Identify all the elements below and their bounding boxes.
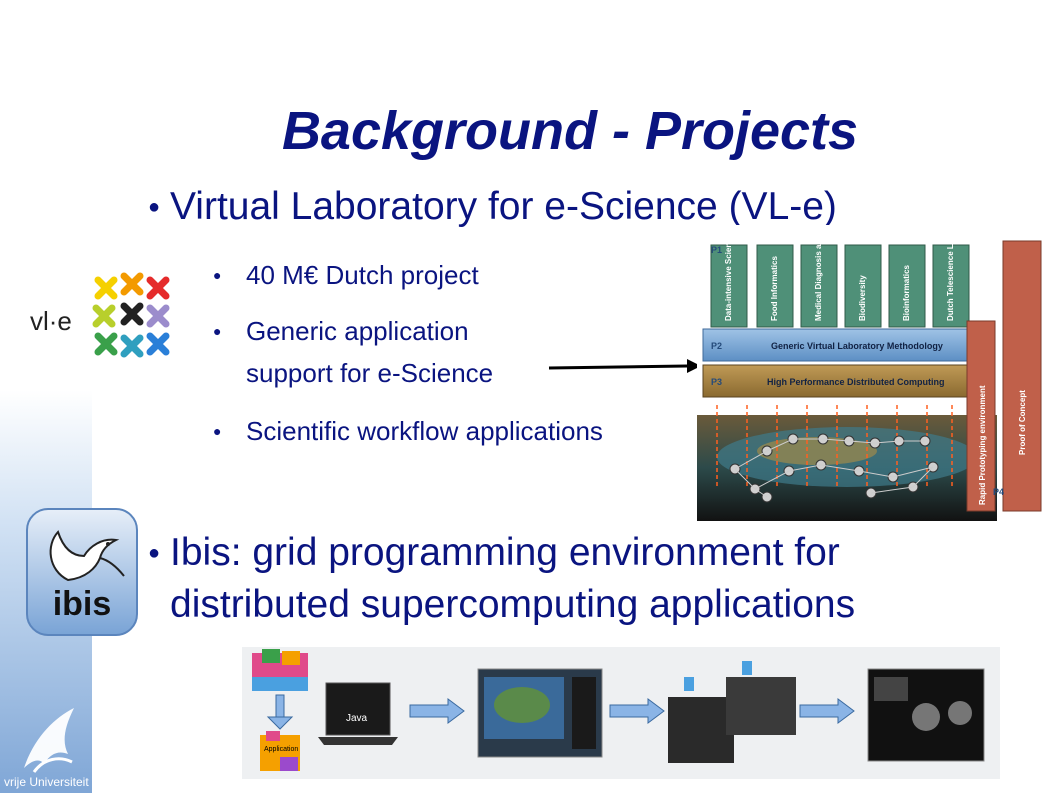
bullet-vle-sub-3: ● Scientific workflow applications (213, 410, 603, 452)
down-arrow-icon (266, 694, 294, 730)
ibis-logo-text: ibis (52, 585, 112, 623)
vle-stack-diagram-svg: P1 P2 P3 P4 Data-intensive Sciences Food… (697, 202, 1042, 521)
bullet-ibis-cont: distributed supercomputing applications (170, 580, 855, 630)
bullet-ibis: ● Ibis: grid programming environment for (148, 528, 840, 578)
tag-p4: P4 (993, 487, 1004, 497)
bullet-dot-icon: ● (148, 196, 161, 218)
app-label: Application (264, 746, 298, 753)
column-label: Medical Diagnosis and Imaging (814, 225, 823, 321)
vu-griffin-logo-icon (24, 708, 74, 773)
column-label: Dutch Telescience Laboratory (946, 225, 955, 321)
ibis-workflow-strip: Application Java (242, 647, 1000, 779)
bullet-vle-sub-2b-text: support for e-Science (246, 358, 494, 388)
bullet-vle-sub-2: ● Generic application (213, 310, 469, 352)
java-label: Java (346, 713, 368, 724)
visualization-screen (867, 668, 985, 762)
puzzle-app-icon: Application (260, 731, 300, 771)
vle-stack-diagram: P1 P2 P3 P4 Data-intensive Sciences Food… (697, 202, 1049, 521)
bullet-dot-icon: ● (213, 423, 222, 439)
vle-crosses-logo-icon (92, 272, 170, 358)
ibis-workflow-svg: Application Java (252, 649, 985, 771)
bullet-vle-sub-2-cont: support for e-Science (246, 352, 493, 394)
tag-p3: P3 (711, 377, 722, 387)
slide-title: Background - Projects (281, 101, 859, 161)
column-label: Bioinformatics (902, 264, 911, 321)
column-label: Food Informatics (770, 256, 779, 321)
ibis-bird-icon (49, 530, 125, 582)
column-label: Data-intensive Sciences (724, 229, 733, 321)
vu-logo-text: vrije Universiteit (4, 775, 89, 789)
bullet-dot-icon: ● (213, 267, 222, 283)
column-label: Biodiversity (858, 275, 867, 321)
grid-map-screen (477, 668, 603, 758)
ibis-logo: ibis (26, 508, 138, 636)
layer-p3-label: High Performance Distributed Computing (767, 377, 945, 387)
vle-logo-text: vl·e (30, 306, 72, 336)
bullet-dot-icon: ● (213, 323, 222, 339)
bullet-vle-sub-2a-text: Generic application (246, 316, 469, 346)
bullet-ibis-text-2: distributed supercomputing applications (170, 583, 856, 626)
layer-p2-label: Generic Virtual Laboratory Methodology (771, 341, 943, 351)
bullet-dot-icon: ● (148, 542, 161, 564)
side-label-rapid: Rapid Prototyping environment (978, 385, 987, 505)
bullet-vle-sub-1-text: 40 M€ Dutch project (246, 260, 479, 290)
right-arrow-icon (409, 698, 855, 724)
tag-p2: P2 (711, 341, 722, 351)
bullet-vle-text: Virtual Laboratory for e-Science (VL-e) (170, 185, 837, 228)
side-label-proof: Proof of Concept (1018, 390, 1027, 455)
laptop-icon: Java (318, 682, 398, 745)
bullet-vle: ● Virtual Laboratory for e-Science (VL-e… (148, 182, 837, 232)
bullet-ibis-text-1: Ibis: grid programming environment for (170, 531, 840, 574)
arrow-to-diagram-icon (548, 359, 701, 373)
bullet-vle-sub-3-text: Scientific workflow applications (246, 416, 603, 446)
server-rack-icon (668, 661, 796, 763)
tag-p1: P1 (711, 245, 722, 255)
puzzle-icon (252, 649, 308, 691)
bullet-vle-sub-1: ● 40 M€ Dutch project (213, 254, 479, 296)
